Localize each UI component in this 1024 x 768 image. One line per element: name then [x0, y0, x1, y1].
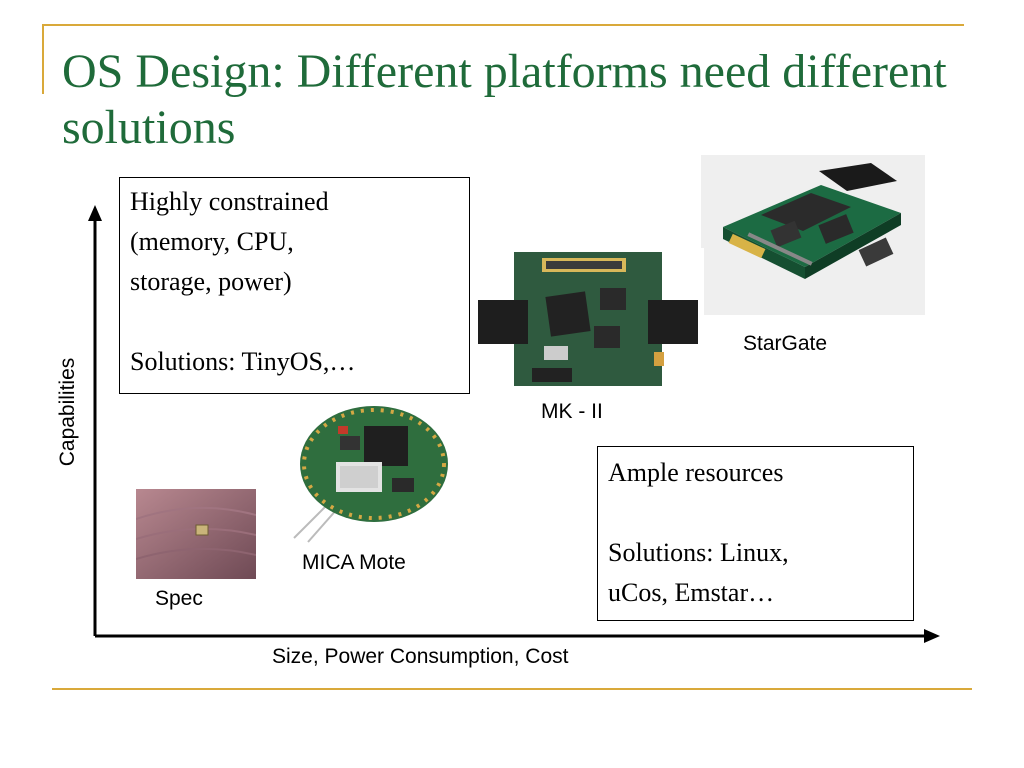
bottom-rule — [52, 688, 972, 690]
stargate-label: StarGate — [743, 332, 828, 355]
top-rule — [42, 24, 964, 26]
y-axis-arrow — [88, 205, 102, 221]
mk2-photo — [472, 248, 704, 390]
constrained-line-2: (memory, CPU, — [130, 227, 294, 256]
spec-photo — [136, 489, 256, 579]
x-axis-arrow — [924, 629, 940, 643]
x-axis-label: Size, Power Consumption, Cost — [272, 645, 569, 668]
ample-line-1: Ample resources — [608, 458, 784, 487]
mica-mote-photo — [288, 400, 458, 546]
spec-label: Spec — [155, 587, 203, 610]
ample-line-2: Solutions: Linux, — [608, 538, 789, 567]
y-axis-label: Capabilities — [56, 357, 79, 467]
mica-mote-label: MICA Mote — [302, 551, 406, 574]
left-rule — [42, 24, 44, 94]
constrained-line-4: Solutions: TinyOS,… — [130, 347, 356, 376]
constrained-box: Highly constrained (memory, CPU, storage… — [119, 177, 470, 394]
constrained-line-3: storage, power) — [130, 267, 292, 296]
ample-box: Ample resources Solutions: Linux, uCos, … — [597, 446, 914, 621]
ample-line-3: uCos, Emstar… — [608, 578, 775, 607]
mk2-label: MK - II — [541, 400, 603, 423]
slide-title: OS Design: Different platforms need diff… — [62, 45, 947, 154]
constrained-line-1: Highly constrained — [130, 187, 329, 216]
stargate-photo — [701, 155, 925, 315]
